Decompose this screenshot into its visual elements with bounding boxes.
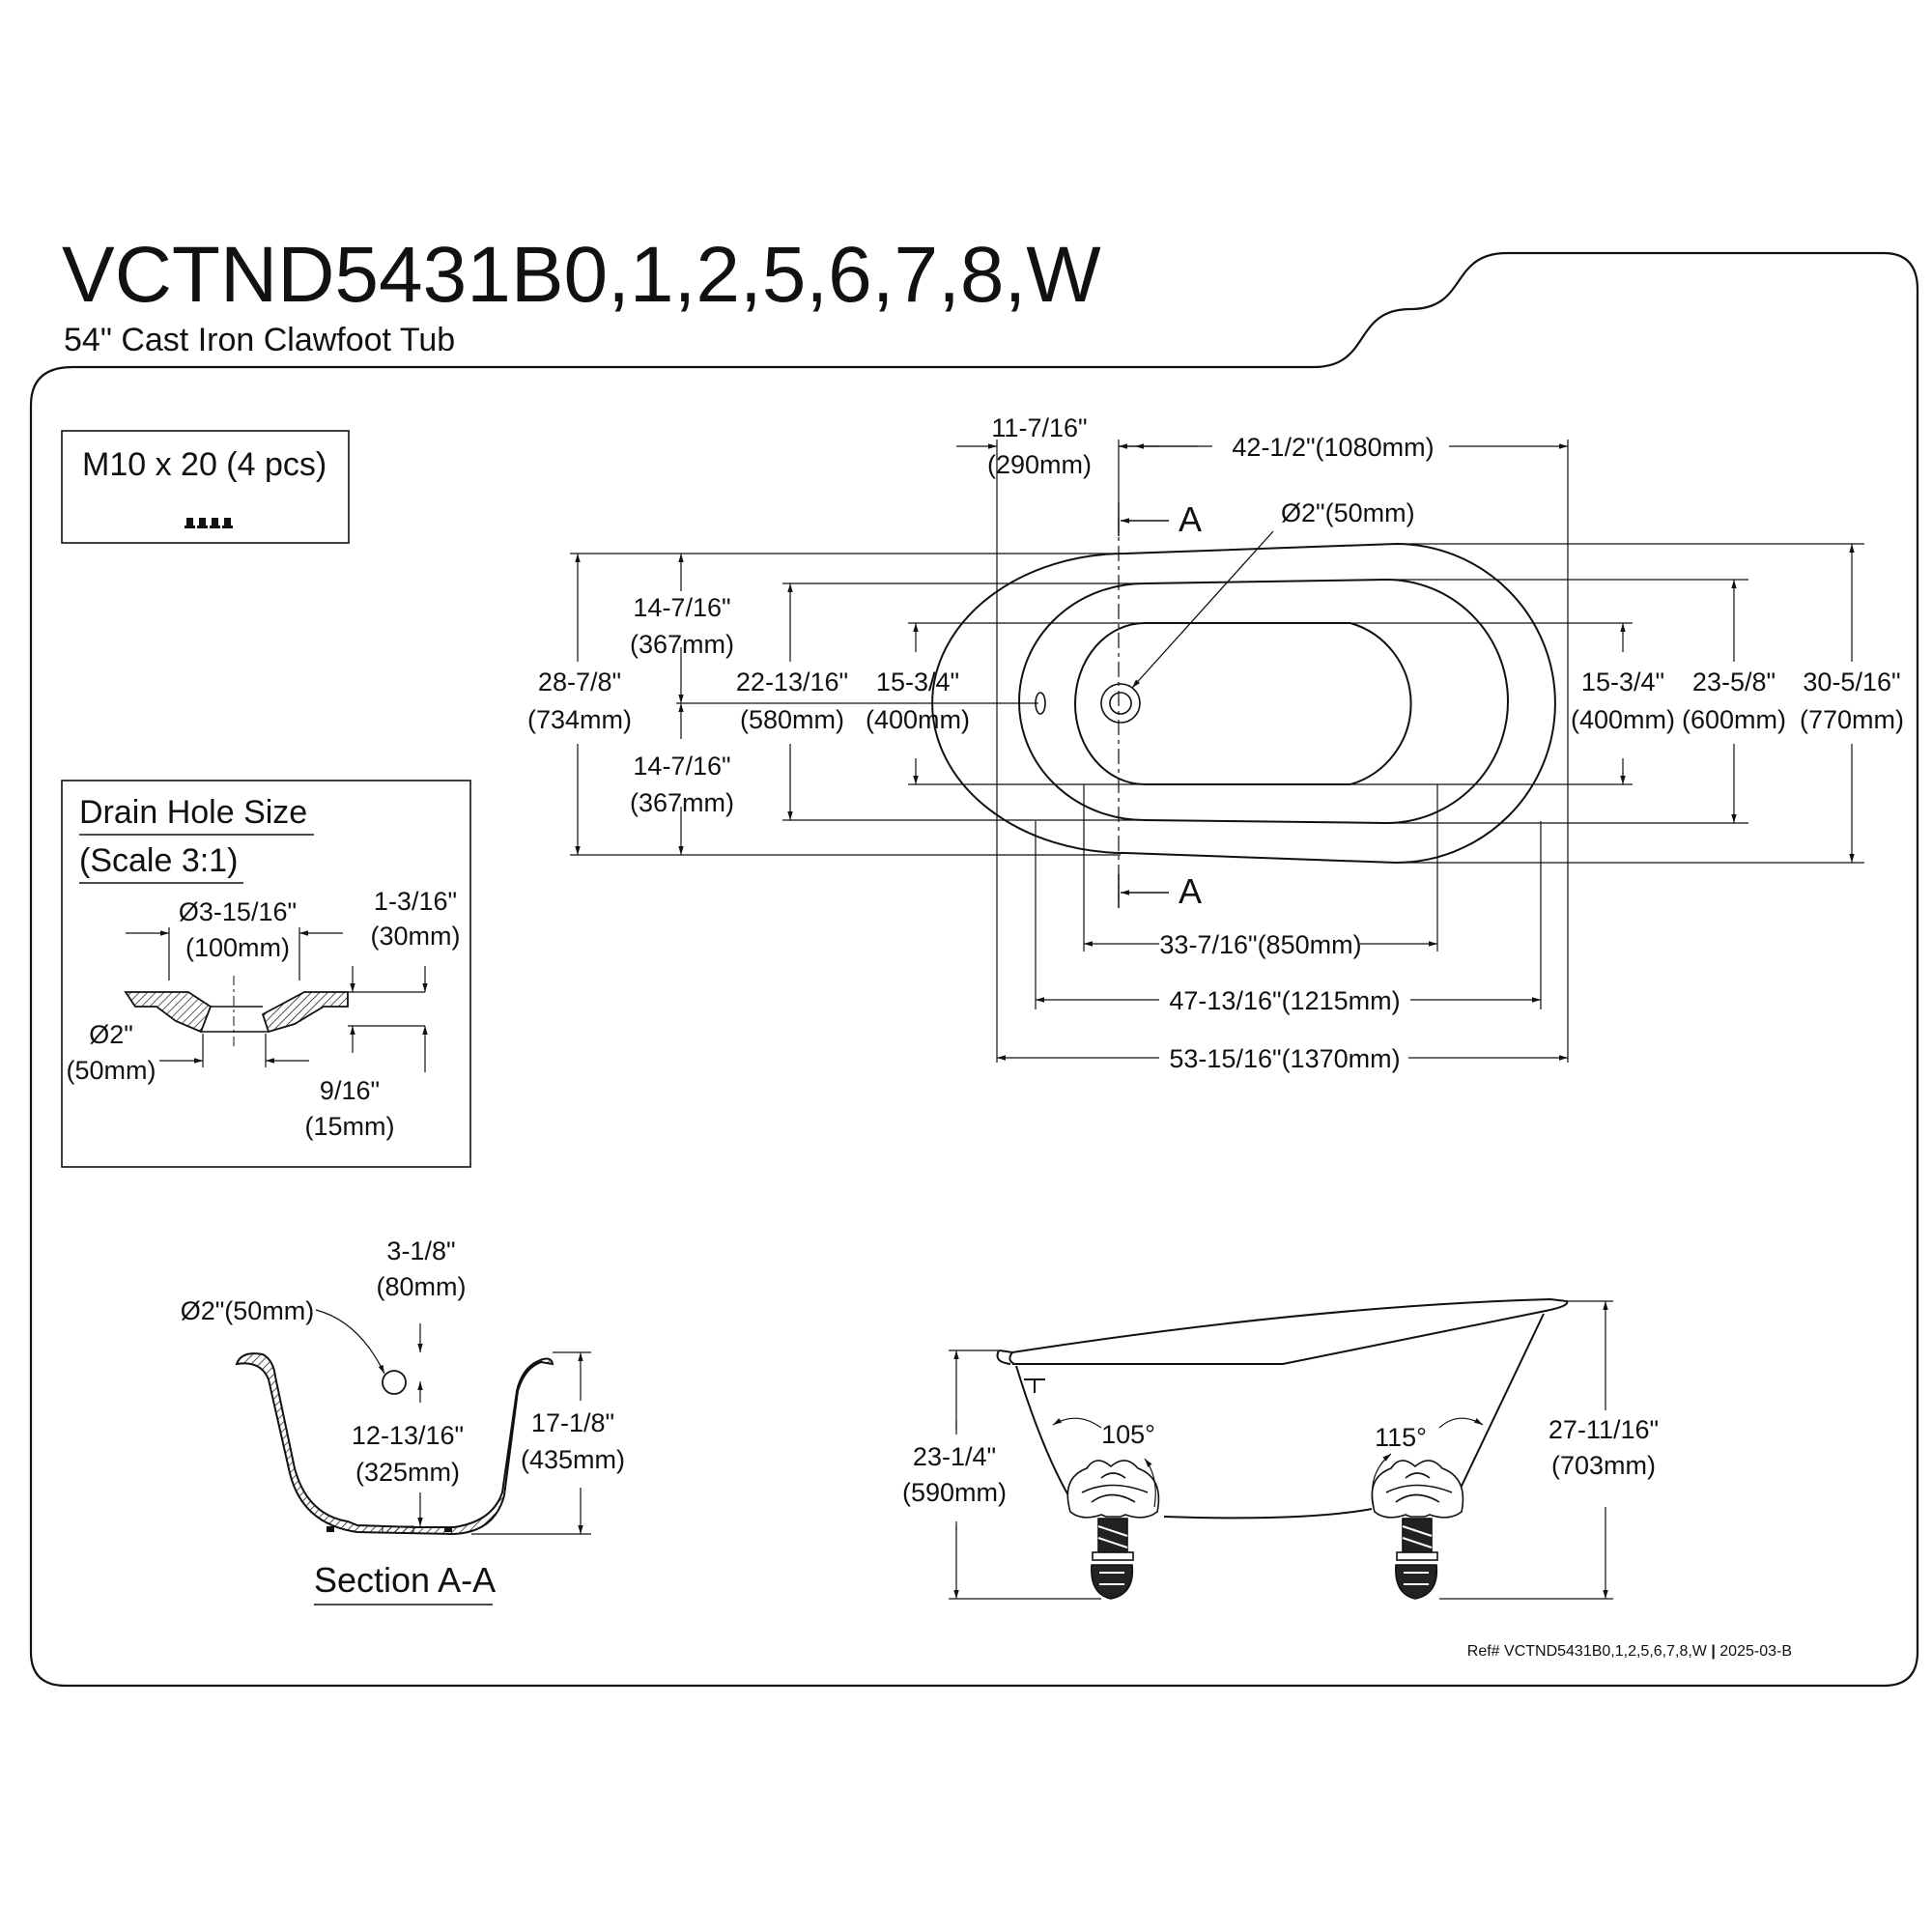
drain-thick-in: 9/16": [320, 1076, 380, 1105]
top-view-dim-lines: [570, 440, 1864, 1063]
drain-thick-mm: (15mm): [305, 1112, 395, 1141]
width-right-in: 30-5/16": [1803, 668, 1900, 696]
height-low-mm: (590mm): [902, 1478, 1007, 1507]
floor-right-mm: (400mm): [1571, 705, 1675, 734]
drain-to-end: 42-1/2"(1080mm): [1232, 433, 1434, 462]
drain-outer-dia-mm: (100mm): [185, 933, 290, 962]
floor-right-in: 15-3/4": [1581, 668, 1664, 696]
drain-inner-dia-in: Ø2": [89, 1020, 133, 1049]
drain-height-in: 1-3/16": [374, 887, 457, 916]
rim-inner-right-in: 23-5/8": [1692, 668, 1776, 696]
drain-dia-label: Ø2"(50mm): [1281, 498, 1415, 527]
drain-offset-in: 11-7/16": [991, 413, 1087, 442]
overflow-in: 3-1/8": [386, 1236, 455, 1265]
footer-ref-code: Ref# VCTND5431B0,1,2,5,6,7,8,W: [1467, 1643, 1708, 1660]
rim-inner-left-in: 22-13/16": [736, 668, 848, 696]
width-left-in: 28-7/8": [538, 668, 621, 696]
width-right-mm: (770mm): [1800, 705, 1904, 734]
section-marker-bottom: A: [1179, 871, 1202, 911]
drain-flange-profile: [124, 976, 349, 1048]
section-drain-dia: Ø2"(50mm): [181, 1296, 315, 1325]
drain-height-mm: (30mm): [371, 922, 461, 951]
footer-separator: |: [1707, 1643, 1719, 1660]
half-width-top-in: 14-7/16": [633, 593, 730, 622]
overflow-mm: (80mm): [377, 1272, 467, 1301]
footer-rev: 2025-03-B: [1719, 1643, 1792, 1660]
drain-detail-box: [61, 780, 471, 1168]
height-high-mm: (703mm): [1551, 1451, 1656, 1480]
height-low-in: 23-1/4": [913, 1442, 996, 1471]
side-dim-lines: [949, 1300, 1613, 1600]
hardware-box: [61, 430, 350, 544]
drain-dim-lines: [126, 927, 428, 1072]
depth-in: 17-1/8": [531, 1408, 614, 1437]
drain-outer-dia-in: Ø3-15/16": [179, 897, 297, 926]
half-width-bot-mm: (367mm): [630, 788, 734, 817]
drain-detail-scale: (Scale 3:1): [79, 842, 238, 879]
footer-ref: Ref# VCTND5431B0,1,2,5,6,7,8,W | 2025-03…: [1467, 1643, 1792, 1660]
section-dim-lines: [315, 1309, 591, 1535]
hardware-label: M10 x 20 (4 pcs): [82, 446, 327, 483]
bolt-icon: [185, 518, 233, 528]
angle-right: 115°: [1375, 1423, 1427, 1452]
floor-left-mm: (400mm): [866, 705, 970, 734]
height-high-in: 27-11/16": [1548, 1415, 1659, 1444]
floor-left-in: 15-3/4": [876, 668, 959, 696]
claw-foot-left: [1066, 1460, 1160, 1600]
half-width-top-mm: (367mm): [630, 630, 734, 659]
overall-length: 53-15/16"(1370mm): [1169, 1044, 1400, 1073]
depth-mm: (435mm): [521, 1445, 625, 1474]
floor-length: 33-7/16"(850mm): [1159, 930, 1361, 959]
half-width-bot-in: 14-7/16": [633, 752, 730, 781]
overflow-height-in: 12-13/16": [352, 1421, 464, 1450]
width-left-mm: (734mm): [527, 705, 632, 734]
tub-section-view: [235, 1352, 554, 1536]
section-markers: [1118, 502, 1169, 908]
overflow-height-mm: (325mm): [355, 1458, 460, 1487]
drain-inner-dia-mm: (50mm): [67, 1056, 156, 1085]
angle-left: 105°: [1101, 1420, 1155, 1449]
section-caption: Section A-A: [314, 1560, 496, 1600]
page-frame: [29, 251, 1919, 1688]
product-subtitle: 54" Cast Iron Clawfoot Tub: [64, 322, 455, 358]
tub-side-view: [996, 1297, 1569, 1520]
rim-inner-right-mm: (600mm): [1682, 705, 1786, 734]
model-title: VCTND5431B0,1,2,5,6,7,8,W: [62, 231, 1101, 319]
drain-detail-title: Drain Hole Size: [79, 794, 307, 831]
drain-offset-mm: (290mm): [987, 450, 1092, 479]
drain-symbol: [1035, 683, 1141, 724]
section-marker-top: A: [1179, 499, 1202, 539]
claw-foot-right: [1371, 1460, 1464, 1600]
inner-length: 47-13/16"(1215mm): [1169, 986, 1400, 1015]
rim-inner-left-mm: (580mm): [740, 705, 844, 734]
